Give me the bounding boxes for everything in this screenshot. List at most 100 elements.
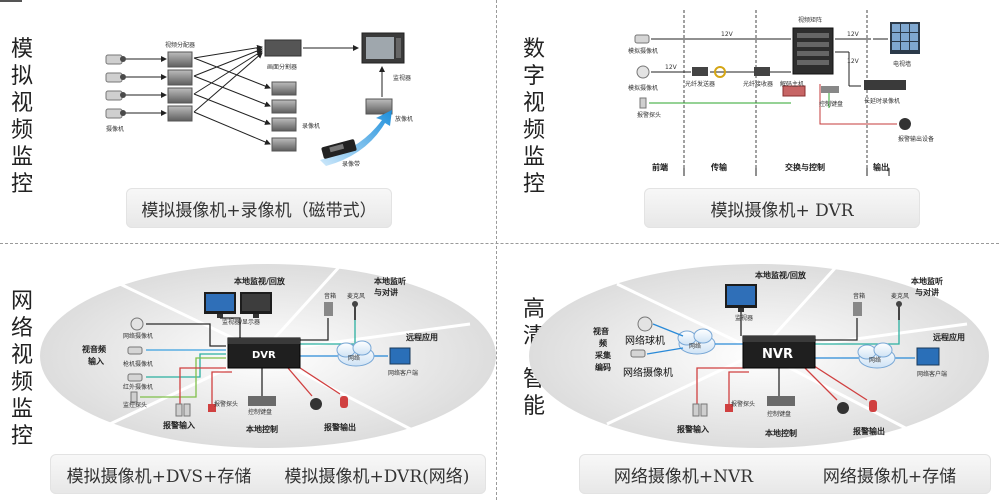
video-distributor-icon	[167, 51, 193, 122]
camera-2-label: 枪机摄像机	[123, 360, 153, 368]
alarm-sensor-icon	[700, 403, 708, 417]
network-diagram: 本地监视/回放 监视器/显示器 音箱 麦克风 本地监听 与对讲 视音频 输入 网…	[40, 264, 496, 448]
monitor-display-label: 监视器/显示器	[222, 318, 260, 326]
fiber-coil-icon	[714, 66, 726, 78]
alarm-probe-label: 报警探头	[637, 111, 661, 119]
alarm-sensor-label: 报警探头	[731, 400, 755, 408]
stage-output-label: 输出	[873, 162, 889, 172]
monitor-icon	[725, 284, 757, 312]
monitor-label: 监视器	[393, 74, 411, 82]
alarm-output-line	[819, 84, 897, 125]
voltage-1-label: 12V	[721, 31, 734, 38]
remote-client-label: 网络客户端	[917, 370, 947, 378]
title-char: 高	[522, 297, 545, 322]
tv-wall-label: 电视墙	[893, 60, 911, 68]
computer-icon	[916, 347, 940, 366]
local-control-label: 本地控制	[764, 428, 797, 438]
control-keyboard-icon	[767, 396, 795, 406]
local-control-label: 本地控制	[245, 424, 278, 434]
network-2-label: 网络	[869, 356, 881, 364]
camera-icon	[127, 346, 143, 355]
title-char: 网	[10, 289, 33, 314]
intercom-label: 与对讲	[915, 287, 939, 297]
voltage-4-label: 12V	[847, 58, 860, 65]
title-char: 字	[522, 64, 545, 89]
dvr-icon	[227, 337, 301, 369]
local-listen-label: 本地监听	[910, 276, 943, 286]
analog-quadrant: 模 拟 视 频 监 控 摄像机	[0, 0, 496, 243]
alarm-light-icon	[340, 396, 348, 408]
title-char: 能	[522, 394, 545, 419]
analog-caption: 模拟摄像机+录像机（磁带式）	[126, 188, 392, 228]
network-label: 网络	[348, 354, 360, 362]
title-char: 视	[10, 91, 33, 116]
title-char: 频	[522, 118, 545, 143]
tv-wall-icon	[890, 22, 920, 54]
top-edge-mark	[0, 0, 22, 2]
player-label: 放像机	[395, 115, 413, 123]
optical-rx-label: 光纤接收器	[743, 80, 773, 88]
speaker-label: 音箱	[853, 292, 865, 300]
caption-left: 网络摄像机+NVR	[613, 466, 754, 487]
analog-camera-2-label: 模拟摄像机	[628, 84, 658, 92]
analog-title: 模 拟 视 频 监 控	[6, 36, 38, 198]
network-quadrant: 网 络 视 频 监 控	[0, 244, 496, 500]
recorder-label: 录像机	[302, 122, 320, 130]
tape-icon	[321, 139, 357, 159]
camera-icon	[105, 54, 126, 119]
hd-caption: 网络摄像机+NVR 网络摄像机+存储	[579, 454, 991, 494]
distribution-links	[193, 44, 359, 145]
optical-tx-icon	[692, 67, 708, 76]
remote-label: 远程应用	[406, 332, 438, 342]
camera-3-label: 红外摄像机	[123, 383, 153, 391]
digital-title: 数 字 视 频 监 控	[518, 36, 550, 198]
stage-switch-label: 交换与控制	[785, 162, 825, 172]
alarm-speaker-icon	[310, 398, 322, 410]
mic-label: 麦克风	[891, 292, 909, 300]
hd-links	[646, 312, 915, 412]
optical-rx-icon	[754, 67, 770, 76]
input-links	[140, 317, 388, 410]
camera-links	[126, 56, 167, 116]
title-char: 络	[10, 316, 33, 341]
alarm-probe-icon	[130, 391, 138, 403]
alarm-output-label: 报警输出设备	[898, 135, 934, 143]
local-listen-label: 本地监听	[373, 276, 406, 286]
long-recorder-label: 长延时录像机	[864, 97, 900, 105]
cloud-icon	[857, 342, 896, 369]
mic-label: 麦克风	[347, 292, 365, 300]
voltage-2-label: 12V	[665, 64, 678, 71]
monitor-icon	[361, 32, 405, 64]
net-camera-label: 网络摄像机	[623, 366, 673, 379]
speaker-label: 音箱	[324, 292, 336, 300]
dome-camera-label: 网络摄像机	[123, 332, 153, 340]
alarm-sensor-icon	[175, 403, 183, 417]
screen-splitter-label: 画面分割器	[267, 63, 297, 71]
camera-icon	[630, 349, 646, 358]
keyboard-icon	[821, 86, 839, 93]
camera-icon	[634, 34, 650, 44]
remote-label: 远程应用	[933, 332, 965, 342]
alarm-output-label: 报警输出	[324, 422, 356, 432]
alarm-sensor-icon	[725, 404, 733, 412]
matrix-icon	[792, 27, 834, 75]
camera-icon	[127, 373, 143, 382]
title-char: 控	[10, 172, 33, 197]
screen-splitter-icon	[264, 39, 302, 57]
stage-dividers	[683, 10, 868, 172]
alarm-input-label: 报警输入	[677, 424, 709, 434]
av-input-label-1: 视音频	[82, 344, 106, 354]
local-monitor-label: 本地监视/回放	[754, 270, 807, 280]
computer-icon	[389, 347, 411, 365]
speaker-icon	[853, 302, 862, 316]
mic-icon	[896, 301, 902, 320]
caption-right: 网络摄像机+存储	[822, 466, 957, 487]
caption-right: 模拟摄像机+DVR(网络)	[284, 466, 470, 487]
control-keyboard-label: 控制键盘	[819, 100, 843, 108]
alarm-probe-icon	[639, 97, 647, 109]
digital-quadrant: 数 字 视 频 监 控 前端 传输 交换与控制 输出 模拟摄像机 模拟摄像机 报…	[497, 0, 999, 243]
title-char: 控	[522, 172, 545, 197]
stage-front-label: 前端	[652, 162, 668, 172]
monitor-icon	[204, 292, 272, 318]
control-keyboard-label: 控制键盘	[248, 408, 272, 416]
